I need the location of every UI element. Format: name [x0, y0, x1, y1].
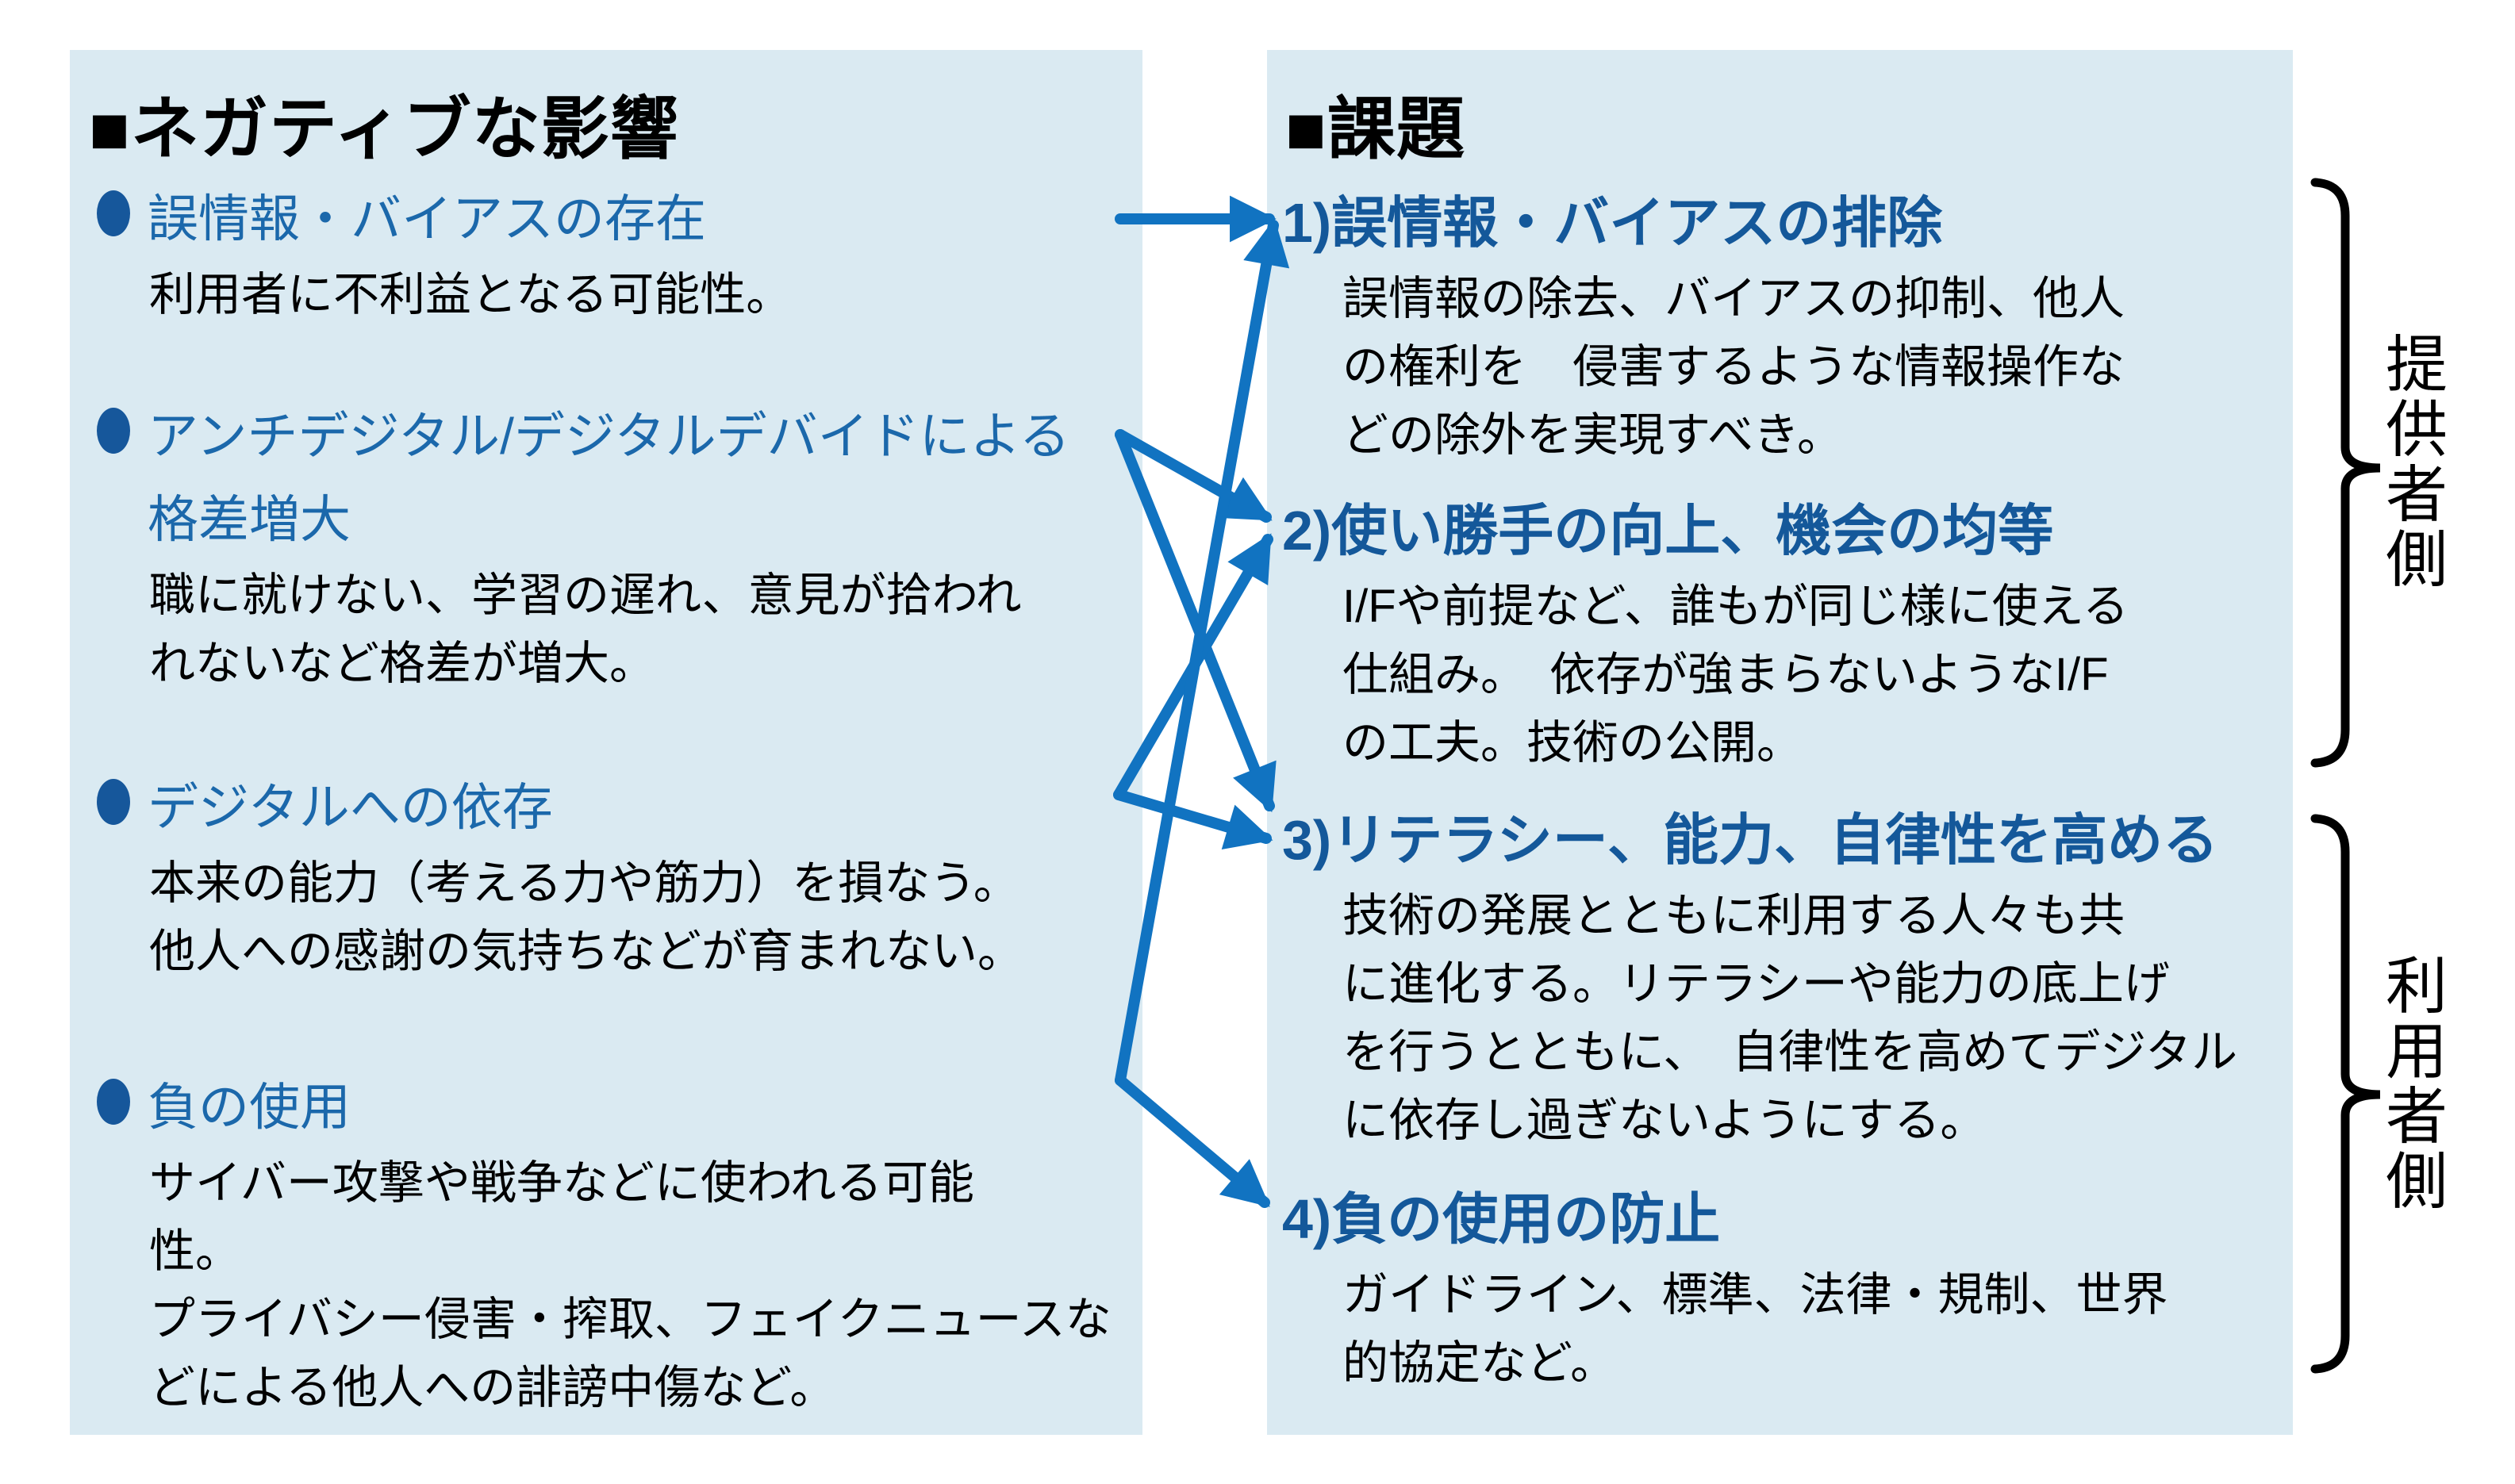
issues-title: ■課題: [1285, 91, 1465, 167]
issue-item-3: 3)リテラシー、能力、自律性を高める 技術の発展とともに利用する人々も共 に進化…: [1282, 798, 2288, 1155]
arrow-negative-4-to-issue-1: [1115, 218, 1290, 1086]
negative-item-3-heading: デジタルへの依存: [148, 779, 553, 836]
issue-item-1: 1)誤情報・バイアスの排除 誤情報の除去、バイアスの抑制、他人 の権利を 侵害す…: [1282, 181, 2288, 470]
negative-item-1-body: 利用者に不利益となる可能性。: [149, 269, 793, 320]
negative-item-2: アンチデジタル/デジタルデバイドによる 格差増大: [97, 395, 1138, 562]
issue-item-4: 4)負の使用の防止 ガイドライン、標準、法律・規制、世界 的協定など。: [1282, 1177, 2288, 1398]
user-side-label: 利用者側: [2377, 953, 2447, 1214]
issue-item-1-body: 誤情報の除去、バイアスの抑制、他人 の権利を 侵害するような情報操作な どの除外…: [1342, 273, 2125, 461]
issue-item-2-body: I/Fや前提など、誰もが同じ様に使える 仕組み。 依存が強まらないようなI/F …: [1342, 581, 2129, 769]
negative-item-2-heading: アンチデジタル/デジタルデバイドによる 格差増大: [148, 408, 1070, 548]
bullet-dot-icon: [97, 408, 130, 454]
issues-panel: [1267, 50, 2293, 1435]
provider-bracket: [2310, 178, 2381, 768]
bullet-dot-icon: [97, 190, 130, 236]
negative-item-2-body: 職に就けない、学習の遅れ、意見が拾われ れないなど格差が増大。: [149, 569, 1022, 689]
arrow-negative-2-to-issue-3: [1115, 429, 1277, 813]
issue-item-3-body: 技術の発展とともに利用する人々も共 に進化する。リテラシーや能力の底上げ を行う…: [1342, 890, 2238, 1146]
provider-side-label: 提供者側: [2377, 332, 2447, 592]
negative-impacts-title: ■ネガティブな影響: [89, 91, 679, 167]
negative-item-4-heading: 負の使用: [148, 1079, 351, 1136]
negative-impacts-panel: [70, 50, 1142, 1435]
negative-item-1-heading: 誤情報・バイアスの存在: [148, 190, 706, 247]
issue-item-1-heading: 1)誤情報・バイアスの排除: [1282, 192, 1943, 254]
bullet-dot-icon: [97, 1079, 130, 1125]
bullet-dot-icon: [97, 779, 130, 825]
negative-item-3-body: 本来の能力（考える力や筋力）を損なう。 他人への感謝の気持ちなどが育まれない。: [149, 857, 1024, 977]
negative-item-3: デジタルへの依存: [97, 766, 1138, 849]
issue-item-2-heading: 2)使い勝手の向上、機会の均等: [1282, 500, 2054, 562]
user-bracket: [2310, 814, 2381, 1374]
negative-item-4: 負の使用: [97, 1066, 1138, 1149]
issue-item-4-heading: 4)負の使用の防止: [1282, 1188, 1721, 1250]
negative-item-1: 誤情報・バイアスの存在: [97, 178, 1138, 261]
negative-item-4-body: サイバー攻撃や戦争などに使われる可能 性。 プライバシー侵害・搾取、フェイクニュ…: [149, 1157, 1112, 1413]
issue-item-4-body: ガイドライン、標準、法律・規制、世界 的協定など。: [1342, 1269, 2168, 1389]
issue-item-2: 2)使い勝手の向上、機会の均等 I/Fや前提など、誰もが同じ様に使える 仕組み。…: [1282, 489, 2288, 777]
issue-item-3-heading: 3)リテラシー、能力、自律性を高める: [1282, 809, 2219, 871]
